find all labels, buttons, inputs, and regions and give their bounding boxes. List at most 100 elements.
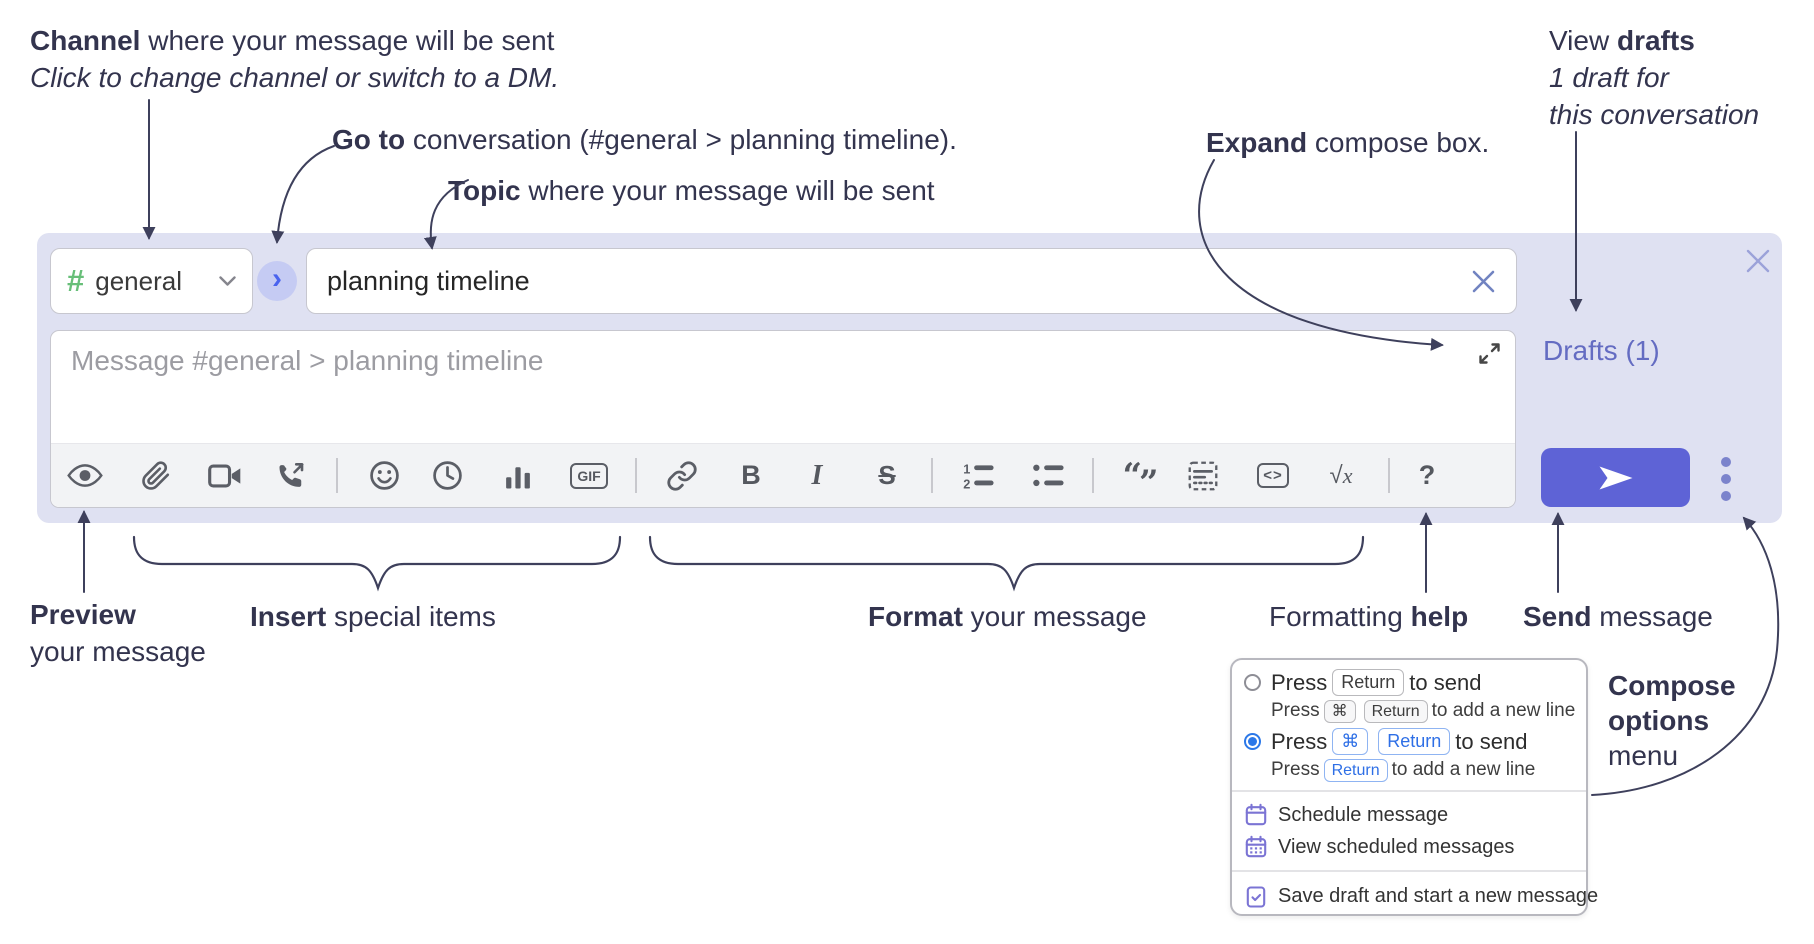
annotation-goto: Go to conversation (#general > planning … (332, 124, 957, 155)
kbd-⌘: ⌘ (1332, 728, 1369, 755)
question-mark-icon: ? (1418, 460, 1436, 490)
voice-call-button[interactable] (269, 444, 313, 507)
math-button[interactable]: √x (1319, 444, 1363, 507)
view-scheduled-messages-item[interactable]: View scheduled messages (1244, 831, 1586, 863)
topic-value: planning timeline (327, 265, 530, 296)
expand-diagonal-icon (1479, 343, 1500, 364)
help-button[interactable]: ? (1405, 444, 1449, 507)
kebab-dot (1721, 457, 1731, 467)
svg-text:1: 1 (963, 461, 970, 476)
menu-item-label: View scheduled messages (1278, 835, 1515, 858)
toolbar-divider (931, 458, 933, 493)
message-placeholder: Message #general > planning timeline (71, 345, 544, 376)
attach-file-button[interactable] (134, 444, 178, 507)
compose-options-button[interactable] (1715, 457, 1737, 501)
kebab-dot (1721, 474, 1731, 484)
kebab-dot (1721, 491, 1731, 501)
bulleted-list-icon (1032, 461, 1066, 491)
topic-input[interactable]: planning timeline (306, 248, 1517, 314)
quote-button[interactable]: “” (1117, 444, 1161, 507)
eye-icon (65, 462, 105, 489)
compose-box: # general › planning timeline Message #g… (37, 233, 1782, 523)
channel-selector[interactable]: # general (50, 248, 253, 314)
menu-item-label: Schedule message (1278, 803, 1449, 826)
bulleted-list-button[interactable] (1027, 444, 1071, 507)
go-to-conversation-button[interactable]: › (257, 261, 297, 301)
annotation-send-message: Send message (1523, 601, 1713, 632)
chevron-right-icon: › (272, 261, 282, 295)
clear-topic-button[interactable] (1471, 269, 1496, 294)
strikethrough-icon: S (878, 460, 896, 490)
menu-divider (1232, 790, 1586, 792)
kbd-Return: Return (1332, 669, 1405, 696)
svg-text:2: 2 (963, 476, 970, 490)
annotation-format: Format your message (868, 601, 1147, 632)
link-icon (666, 460, 698, 492)
gif-button[interactable]: GIF (567, 444, 611, 507)
message-input[interactable]: Message #general > planning timeline GIF… (50, 330, 1516, 508)
link-button[interactable] (660, 444, 704, 507)
close-icon (1472, 270, 1495, 292)
annotation-formatting-help: Formatting help (1269, 601, 1469, 632)
drafts-link[interactable]: Drafts (1) (1543, 335, 1660, 366)
kbd-⌘: ⌘ (1323, 699, 1356, 723)
poll-button[interactable] (496, 444, 540, 507)
bold-button[interactable]: B (729, 444, 773, 507)
math-icon: √x (1329, 461, 1353, 489)
toolbar-divider (336, 458, 338, 493)
send-icon (1599, 466, 1632, 489)
toolbar-divider (635, 458, 637, 493)
send-button[interactable] (1541, 448, 1690, 507)
toolbar-divider (1388, 458, 1390, 493)
italic-icon: I (811, 459, 823, 491)
menu-divider (1232, 870, 1586, 872)
channel-name: general (95, 265, 182, 296)
bold-icon: B (741, 460, 761, 490)
radio-icon[interactable] (1244, 674, 1261, 691)
hash-icon: # (67, 263, 85, 298)
kbd-Return: Return (1363, 699, 1428, 723)
italic-button[interactable]: I (795, 444, 839, 507)
annotation-insert: Insert special items (250, 601, 496, 632)
close-icon (1746, 249, 1770, 273)
schedule-message-item[interactable]: Schedule message (1244, 799, 1586, 831)
code-button[interactable]: <> (1251, 444, 1295, 507)
calendar-icon (1244, 803, 1268, 827)
spoiler-button[interactable] (1181, 444, 1225, 507)
kbd-Return: Return (1323, 758, 1388, 782)
clock-icon (432, 460, 463, 491)
preview-button[interactable] (63, 444, 107, 507)
smiley-icon (369, 460, 400, 491)
close-compose-button[interactable] (1740, 243, 1776, 279)
video-call-button[interactable] (203, 444, 247, 507)
emoji-button[interactable] (362, 444, 406, 507)
save-draft-icon (1244, 885, 1268, 909)
spoiler-icon (1188, 461, 1218, 491)
radio-selected-icon[interactable] (1244, 733, 1261, 750)
bar-chart-icon (503, 462, 533, 490)
annotation-topic: Topic where your message will be sent (448, 175, 935, 206)
chevron-down-icon (219, 275, 236, 287)
quote-icon: “” (1122, 455, 1158, 503)
toolbar-divider (1092, 458, 1094, 493)
global-time-button[interactable] (425, 444, 469, 507)
expand-compose-button[interactable] (1476, 340, 1503, 367)
paperclip-icon (141, 460, 171, 491)
save-draft-item[interactable]: Save draft and start a new message (1244, 879, 1598, 914)
video-camera-icon (208, 463, 242, 489)
calendar-days-icon (1244, 835, 1268, 859)
annotation-expand: Expand compose box. (1206, 127, 1490, 158)
gif-icon: GIF (570, 462, 608, 489)
strikethrough-button[interactable]: S (865, 444, 909, 507)
